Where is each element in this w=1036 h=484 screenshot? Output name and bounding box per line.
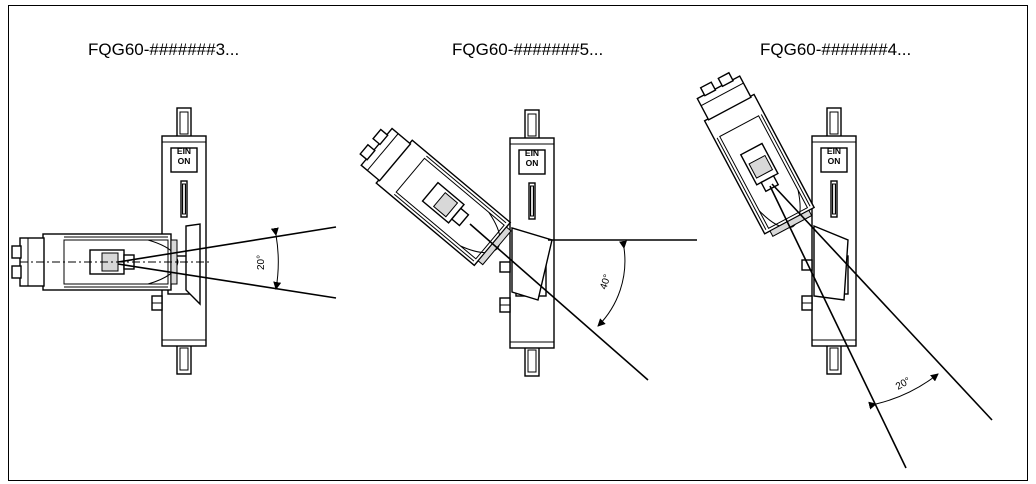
module-badge-2: EIN ON [525, 148, 539, 168]
badge-3-line1: EIN [827, 146, 841, 156]
figure-3-drawing [689, 66, 993, 469]
badge-1-line1: EIN [177, 146, 191, 156]
module-badge-1: EIN ON [177, 146, 191, 166]
badge-1-line2: ON [178, 156, 191, 166]
badge-2-line2: ON [526, 158, 539, 168]
figure-2-drawing [351, 109, 697, 381]
badge-2-line1: EIN [525, 148, 539, 158]
figure-title-1: FQG60-#######3... [88, 40, 240, 59]
angle-label-1: 20° [256, 255, 267, 270]
figure-title-2: FQG60-#######5... [452, 40, 604, 59]
figure-1-drawing [11, 107, 337, 375]
figure-title-3: FQG60-#######4... [760, 40, 912, 59]
angle-label-3: 20° [894, 376, 913, 393]
angle-label-2: 40° [598, 273, 613, 291]
module-badge-3: EIN ON [827, 146, 841, 166]
badge-3-line2: ON [828, 156, 841, 166]
diagram-frame [8, 5, 1028, 481]
